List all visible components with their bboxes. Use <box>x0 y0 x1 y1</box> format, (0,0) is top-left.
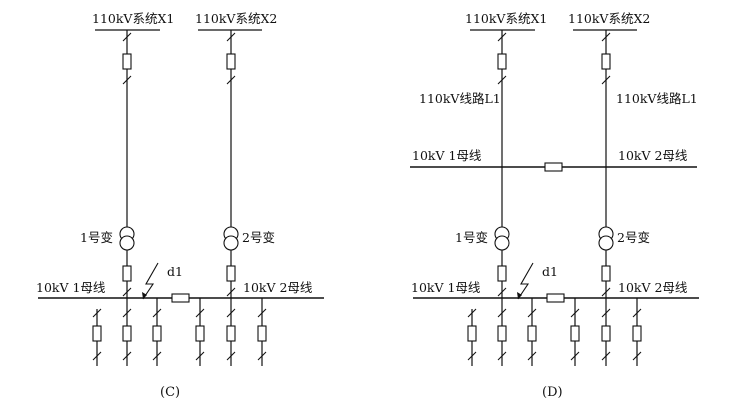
transformer-1-label-d: 1号变 <box>455 230 488 245</box>
disconnector-2a-c <box>226 32 236 42</box>
transformer-2-label-c: 2号变 <box>242 230 275 245</box>
diagram-c: 110kV系统X1 110kV系统X2 1号变 2号变 d1 10k <box>36 11 324 400</box>
bus-2-label-d: 10kV 2母线 <box>618 280 688 295</box>
caption-c: (C) <box>160 385 180 400</box>
mid-bus-tie-d <box>544 162 563 172</box>
transformer-2-lv-c <box>223 235 239 251</box>
outgoing-feeders-c <box>92 298 267 366</box>
line-l1-label-left-d: 110kV线路L1 <box>419 91 501 106</box>
transformer-2-label-d: 2号变 <box>617 230 650 245</box>
fault-arrow-c <box>142 262 159 300</box>
bus-1-label-c: 10kV 1母线 <box>36 280 106 295</box>
fault-arrow-head-c <box>142 292 147 299</box>
disconnector-2b-c <box>226 75 236 85</box>
system-x1-label-d: 110kV系统X1 <box>465 11 547 26</box>
disconnector-1b-c <box>122 75 132 85</box>
fault-arrow-head-d <box>517 292 522 299</box>
system-x2-label-d: 110kV系统X2 <box>568 11 650 26</box>
outgoing-feeders-d <box>467 298 642 366</box>
transformer-2-lv-d <box>598 235 614 251</box>
transformer-1-lv-d <box>494 235 510 251</box>
bus-2-label-c: 10kV 2母线 <box>243 280 313 295</box>
t1-breaker-d <box>497 265 507 282</box>
system-x2-label-c: 110kV系统X2 <box>195 11 277 26</box>
breaker-1-c <box>122 53 132 70</box>
t2-breaker-d <box>601 265 611 282</box>
t2-disconnector-d <box>601 287 611 297</box>
disconnector-2b-d <box>601 75 611 85</box>
transformer-1-label-c: 1号变 <box>80 230 113 245</box>
fault-label-c: d1 <box>167 264 183 279</box>
breaker-1-d <box>497 53 507 70</box>
t1-breaker-c <box>122 265 132 282</box>
transformer-1-lv-c <box>119 235 135 251</box>
t1-disconnector-c <box>122 287 132 297</box>
t2-disconnector-c <box>226 287 236 297</box>
disconnector-2a-d <box>601 32 611 42</box>
bus-1-label-d: 10kV 1母线 <box>411 280 481 295</box>
mid-bus-2-label-d: 10kV 2母线 <box>618 148 688 163</box>
bus-tie-breaker-d <box>546 293 565 303</box>
caption-d: (D) <box>542 385 563 400</box>
bus-tie-breaker-c <box>171 293 190 303</box>
t1-disconnector-d <box>497 287 507 297</box>
breaker-2-c <box>226 53 236 70</box>
fault-arrow-d <box>517 262 534 300</box>
diagram-d: 110kV系统X1 110kV系统X2 110kV线路L1 110kV线路L1 … <box>410 11 699 400</box>
disconnector-1a-d <box>497 32 507 42</box>
t2-breaker-c <box>226 265 236 282</box>
breaker-2-d <box>601 53 611 70</box>
disconnector-1b-d <box>497 75 507 85</box>
system-x1-label-c: 110kV系统X1 <box>92 11 174 26</box>
line-l1-label-right-d: 110kV线路L1 <box>616 91 698 106</box>
disconnector-1a-c <box>122 32 132 42</box>
mid-bus-1-label-d: 10kV 1母线 <box>412 148 482 163</box>
fault-label-d: d1 <box>542 264 558 279</box>
